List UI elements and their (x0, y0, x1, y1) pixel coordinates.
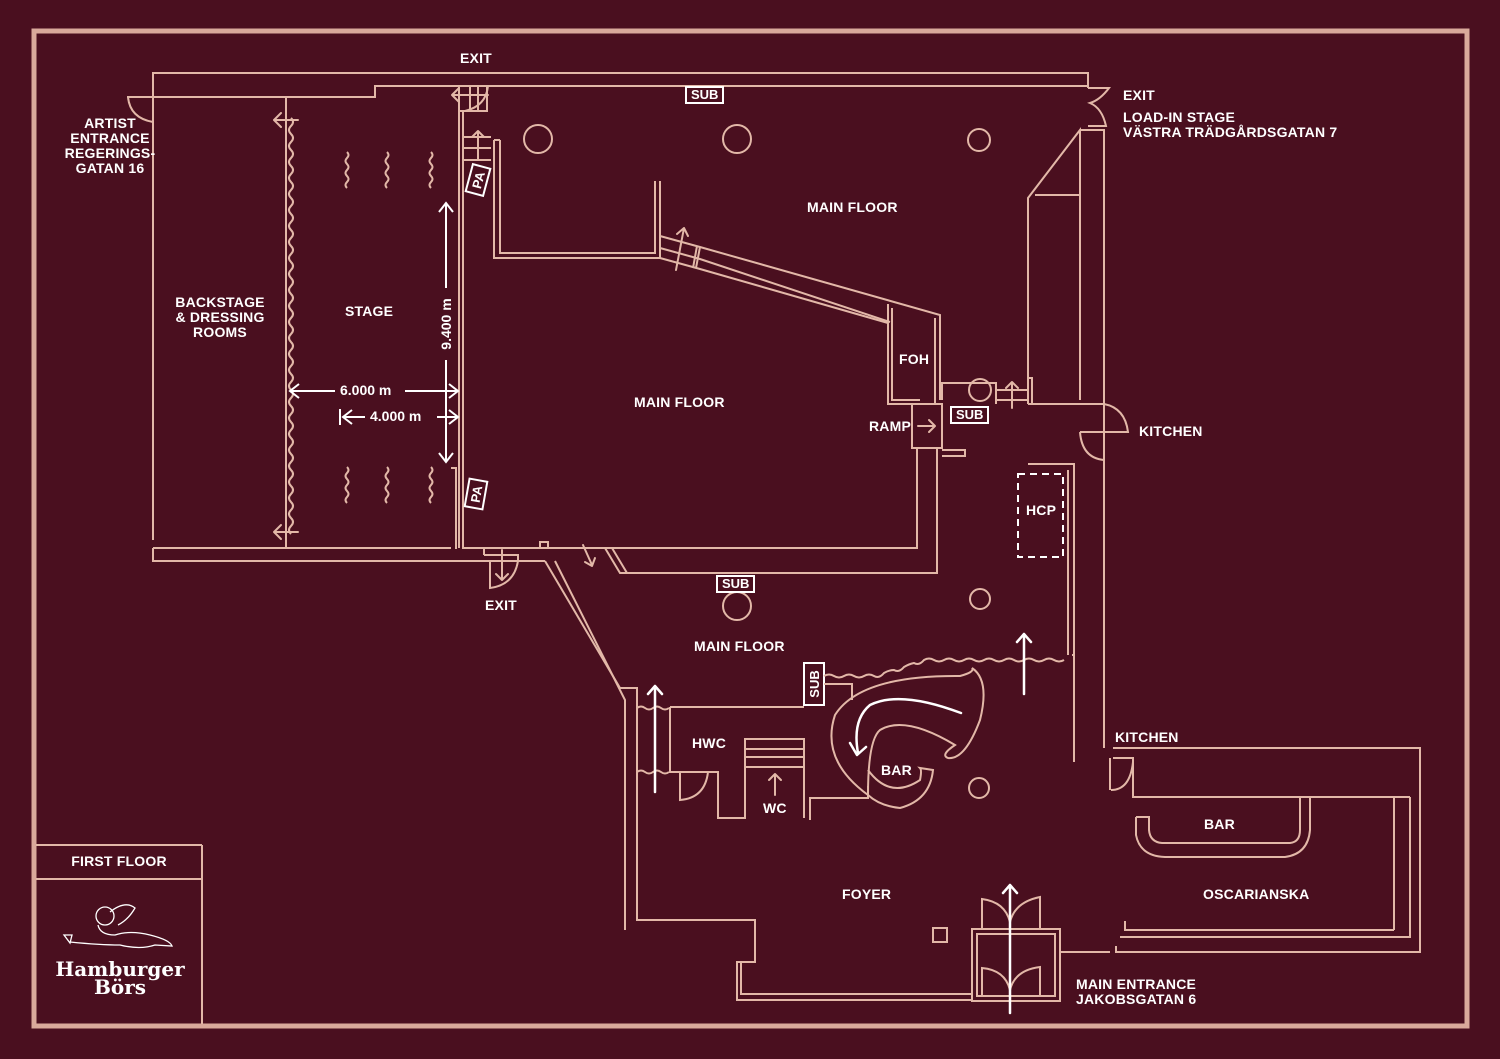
logo-line-2: Börs (93, 975, 147, 999)
sub-box-bottom: SUB (716, 575, 756, 593)
svg-text:SUB: SUB (807, 670, 822, 697)
svg-text:PA: PA (468, 484, 486, 504)
label-main-floor-center: MAIN FLOOR (634, 394, 725, 410)
label-main-floor-top: MAIN FLOOR (807, 199, 898, 215)
floor-label: FIRST FLOOR (71, 853, 167, 869)
label-main-entrance-1: MAIN ENTRANCE (1076, 976, 1197, 992)
label-stage: STAGE (345, 303, 394, 319)
artist-line-3: REGERINGS- (64, 145, 156, 161)
label-main-floor-bottom: MAIN FLOOR (694, 638, 785, 654)
label-exit-top: EXIT (460, 50, 492, 66)
label-hwc: HWC (692, 735, 727, 751)
label-wc: WC (763, 800, 787, 816)
label-exit-bottom: EXIT (485, 597, 517, 613)
artist-line-2: ENTRANCE (70, 130, 150, 146)
label-exit-right: EXIT (1123, 87, 1155, 103)
label-load-in-2: VÄSTRA TRÄDGÅRDSGATAN 7 (1123, 124, 1338, 140)
legend-box (36, 844, 203, 1024)
outer-frame (31, 28, 1470, 1029)
label-main-entrance-2: JAKOBSGATAN 6 (1076, 991, 1197, 1007)
stage-dimensions (288, 201, 460, 464)
stage-curtains-small (344, 151, 434, 504)
label-ramp: RAMP (869, 418, 912, 434)
pillars (523, 124, 992, 799)
label-backstage: BACKSTAGE & DRESSING ROOMS (165, 295, 275, 340)
sub-box-top: SUB (685, 86, 725, 104)
label-foh: FOH (899, 351, 930, 367)
label-bar-right: BAR (1204, 816, 1235, 832)
label-kitchen-upper: KITCHEN (1139, 423, 1203, 439)
backstage-line-3: ROOMS (193, 324, 247, 340)
hcp-area (1017, 473, 1064, 558)
label-hcp: HCP (1026, 502, 1057, 518)
label-oscarianska: OSCARIANSKA (1203, 886, 1310, 902)
backstage-line-1: BACKSTAGE (175, 294, 265, 310)
dim-stage-width-full: 6.000 m (340, 382, 392, 398)
label-artist-entrance: ARTIST ENTRANCE REGERINGS- GATAN 16 (55, 116, 165, 176)
label-bar-center: BAR (881, 762, 912, 778)
artist-line-1: ARTIST (84, 115, 136, 131)
label-foyer: FOYER (842, 886, 892, 902)
walls-main-floor (462, 87, 1421, 1015)
sub-box-vertical: SUB (807, 670, 822, 697)
dim-stage-depth: 9.400 m (438, 298, 454, 349)
artist-line-4: GATAN 16 (75, 160, 145, 176)
logo-line-1: Hamburger (55, 957, 185, 981)
cherub-logo-icon (62, 904, 173, 949)
label-kitchen-lower: KITCHEN (1115, 729, 1179, 745)
svg-text:9.400 m: 9.400 m (438, 298, 454, 349)
label-load-in-1: LOAD-IN STAGE (1123, 109, 1236, 125)
logo-wordmark: Hamburger Börs (40, 957, 200, 999)
dim-stage-width-inner: 4.000 m (370, 408, 422, 424)
sub-box-right: SUB (950, 406, 990, 424)
backstage-line-2: & DRESSING (175, 309, 265, 325)
pa-box-upper: PA (464, 162, 492, 198)
pa-box-lower: PA (463, 477, 489, 511)
svg-text:PA: PA (469, 169, 488, 190)
